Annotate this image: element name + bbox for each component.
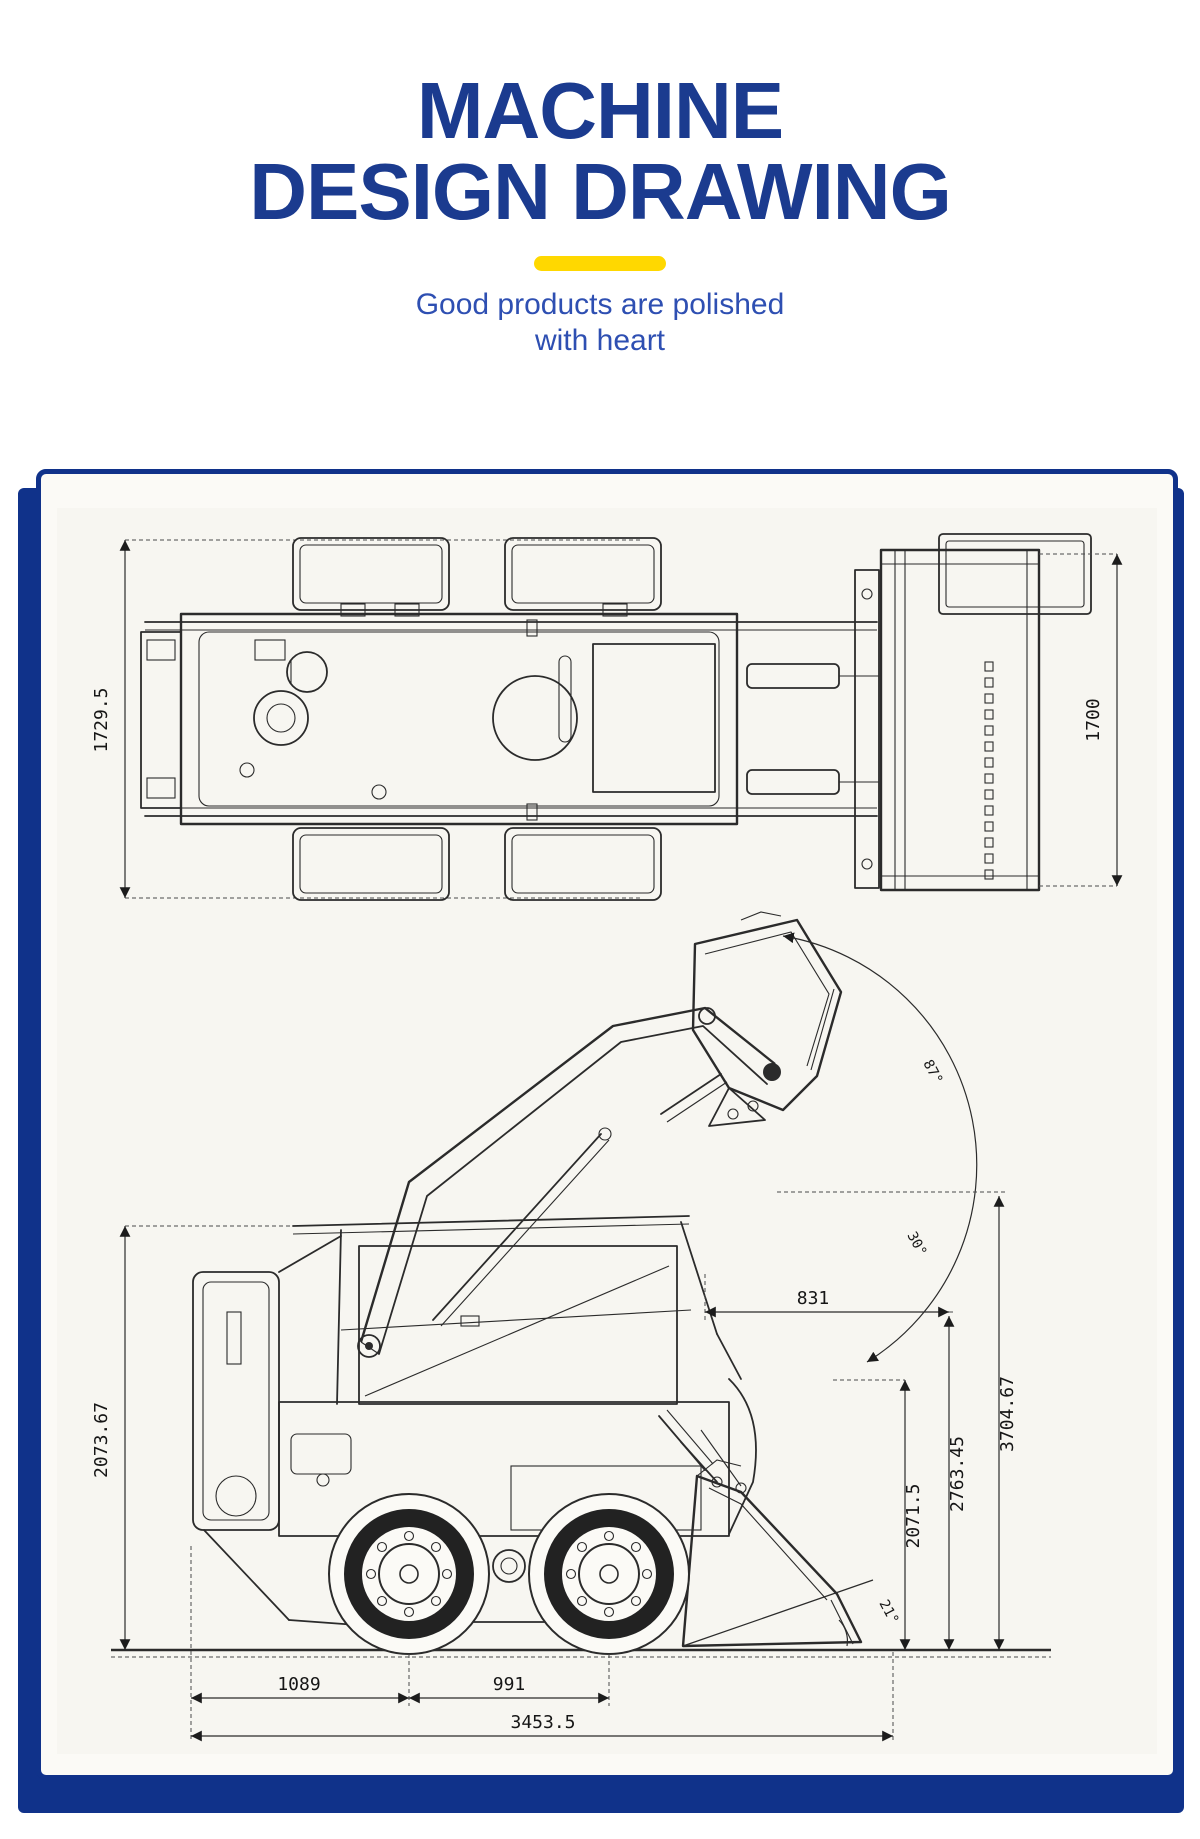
- dim-rear-overhang-label: 1089: [277, 1674, 320, 1695]
- dim-blade-width-label: 1700: [1083, 698, 1104, 741]
- side-view: 87° 30° 21°: [91, 911, 1051, 1742]
- dim-wheelbase-label: 991: [493, 1674, 526, 1695]
- page-title-line1: MACHINE: [416, 66, 784, 155]
- dim-hinge-pin-height-label: 2763.45: [947, 1436, 968, 1512]
- design-drawing-svg: 1729.5: [57, 508, 1157, 1754]
- subtitle-line1: Good products are polished: [415, 288, 785, 321]
- blade-bolt-strip: [984, 661, 994, 880]
- dim-overall-width-label: 1729.5: [91, 687, 112, 752]
- dim-overall-length-label: 3453.5: [510, 1712, 575, 1733]
- page-title-line2: DESIGN DRAWING: [249, 147, 952, 236]
- dim-dump-clearance-label: 2071.5: [903, 1483, 924, 1548]
- header: MACHINE DESIGN DRAWING Good products are…: [0, 70, 1200, 359]
- accent-underline-bar: [534, 256, 666, 271]
- dim-rear-height-label: 2073.67: [91, 1402, 112, 1478]
- dim-overall-height-label: 3704.67: [997, 1376, 1018, 1452]
- design-drawing-panel: 1729.5: [36, 469, 1178, 1780]
- top-view: 1729.5: [91, 533, 1123, 901]
- dim-dump-reach-label: 831: [797, 1288, 830, 1309]
- subtitle-line2: with heart: [534, 324, 666, 357]
